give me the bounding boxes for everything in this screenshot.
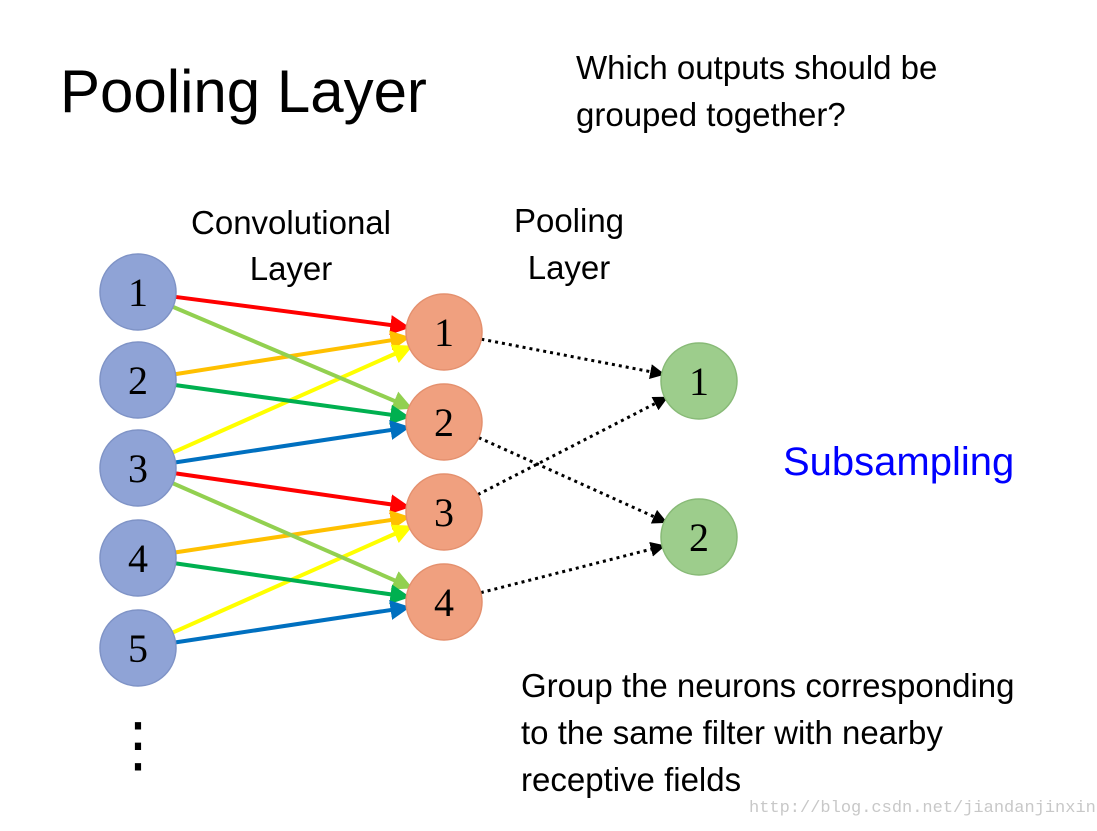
input-node-label: 2	[128, 358, 148, 403]
conv-node-4: 4	[405, 563, 483, 641]
conv-label-line: Layer	[249, 250, 333, 287]
input-node-label: 4	[128, 536, 148, 581]
input-node-label: 1	[128, 270, 148, 315]
input-node-circle	[99, 341, 177, 419]
pool-node-2: 2	[660, 498, 738, 576]
node-layer: 1 2 3 4 5 1 2 3 4 1 2	[99, 253, 738, 687]
conv-node-circle	[405, 293, 483, 371]
edge-input-1-to-conv-1	[175, 294, 411, 335]
edge-input-5-to-conv-4	[175, 600, 411, 645]
edge-input-4-to-conv-4	[175, 561, 411, 605]
edge-conv-1-to-pool-1	[481, 337, 666, 380]
conv-node-circle	[405, 383, 483, 461]
edge-layer	[171, 294, 669, 645]
pool-node-label: 2	[689, 515, 709, 560]
input-node-circle	[99, 253, 177, 331]
description-line: to the same filter with nearby	[521, 714, 943, 751]
slide-title: Pooling Layer	[60, 58, 427, 125]
conv-node-circle	[405, 473, 483, 551]
question-line: grouped together?	[576, 96, 846, 133]
pool-label-line: Pooling	[513, 202, 625, 239]
edge-conv-4-to-pool-2	[480, 541, 666, 595]
description-line: Group the neurons corresponding	[521, 667, 1015, 704]
input-node-5: 5	[99, 609, 177, 687]
input-node-4: 4	[99, 519, 177, 597]
conv-node-label: 3	[434, 490, 454, 535]
conv-node-circle	[405, 563, 483, 641]
input-node-label: 3	[128, 446, 148, 491]
convolutional-layer-label: Convolutional Layer	[176, 200, 406, 292]
edge-input-3-to-conv-3	[175, 471, 411, 515]
description-text: Group the neurons corresponding to the s…	[521, 662, 1015, 803]
conv-node-2: 2	[405, 383, 483, 461]
edge-input-1-to-conv-2	[172, 305, 413, 411]
input-node-circle	[99, 519, 177, 597]
conv-node-label: 1	[434, 310, 454, 355]
conv-node-label: 2	[434, 400, 454, 445]
input-node-3: 3	[99, 429, 177, 507]
pool-node-circle	[660, 498, 738, 576]
question-text: Which outputs should be grouped together…	[576, 44, 937, 138]
subsampling-label: Subsampling	[783, 440, 1015, 484]
pool-node-label: 1	[689, 359, 709, 404]
input-node-circle	[99, 429, 177, 507]
pool-node-1: 1	[660, 342, 738, 420]
edge-conv-3-to-pool-1	[477, 396, 669, 496]
conv-node-3: 3	[405, 473, 483, 551]
watermark: http://blog.csdn.net/jiandanjinxin	[749, 799, 1096, 818]
input-node-2: 2	[99, 341, 177, 419]
pooling-layer-label: Pooling Layer	[484, 197, 654, 291]
conv-node-label: 4	[434, 580, 454, 625]
edge-input-2-to-conv-2	[175, 383, 411, 425]
conv-label-line: Convolutional	[191, 204, 391, 241]
edge-input-3-to-conv-2	[175, 420, 411, 465]
question-line: Which outputs should be	[576, 49, 938, 86]
edge-conv-2-to-pool-2	[478, 436, 668, 524]
more-inputs-ellipsis: ⋮	[108, 710, 168, 780]
input-node-circle	[99, 609, 177, 687]
edge-input-3-to-conv-4	[172, 481, 413, 590]
pool-label-line: Layer	[527, 249, 611, 286]
conv-node-1: 1	[405, 293, 483, 371]
input-node-1: 1	[99, 253, 177, 331]
description-line: receptive fields	[521, 761, 742, 798]
input-node-label: 5	[128, 626, 148, 671]
pool-node-circle	[660, 342, 738, 420]
